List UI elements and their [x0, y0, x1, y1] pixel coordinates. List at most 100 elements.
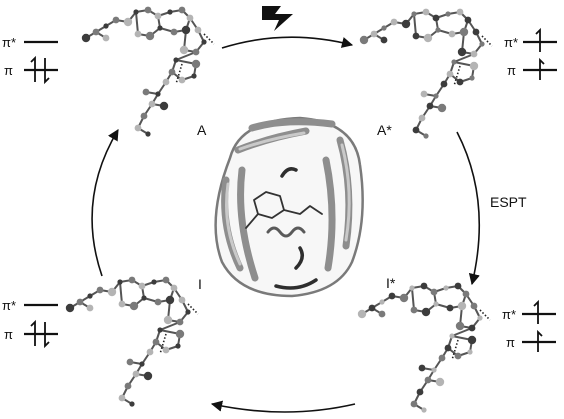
- molecule-atom: [167, 9, 173, 15]
- molecule-atom: [456, 8, 464, 16]
- state-label-i-star: I*: [386, 275, 396, 291]
- protein-loop: [274, 278, 318, 290]
- beta-strand-highlight: [225, 182, 242, 266]
- molecule-atom: [194, 26, 202, 34]
- molecule-atom: [148, 100, 156, 108]
- molecule-atom: [357, 309, 367, 319]
- molecule-atom: [451, 59, 457, 65]
- molecule-atom: [146, 348, 154, 356]
- molecule-atom: [410, 306, 418, 314]
- molecule-atom: [470, 50, 478, 58]
- chromophore-sticks: [283, 205, 323, 215]
- molecule-atom: [151, 279, 157, 285]
- chromophore-molecule-a: [81, 6, 215, 137]
- molecule-atom: [143, 371, 153, 381]
- molecule-atom: [455, 321, 465, 331]
- chromophore-molecules: [65, 6, 493, 413]
- molecule-atom: [457, 47, 467, 57]
- molecule-atom: [170, 28, 178, 36]
- molecule-atom: [438, 354, 446, 362]
- molecule-atom: [140, 112, 148, 120]
- cycle-arrows: [91, 36, 481, 413]
- molecule-atom: [163, 315, 173, 325]
- molecule-bond: [453, 53, 475, 63]
- electron-pair-icon: [30, 55, 50, 85]
- state-label-i: I: [198, 276, 202, 292]
- molecule-atom: [422, 8, 430, 16]
- molecule-atom: [462, 290, 470, 298]
- molecule-atom: [469, 61, 479, 71]
- molecule-atom: [179, 45, 189, 55]
- molecule-atom: [378, 310, 386, 318]
- molecule-atom: [381, 25, 387, 31]
- molecule-atom: [390, 18, 398, 26]
- molecule-atom: [126, 358, 134, 366]
- molecule-atom: [433, 301, 439, 307]
- protein-loop: [294, 246, 304, 270]
- molecule-atom: [368, 304, 376, 312]
- molecule-atom: [142, 88, 150, 96]
- molecule-atom: [155, 91, 161, 97]
- arrow-i-star-to-i: [210, 400, 356, 413]
- molecule-atom: [388, 292, 396, 300]
- molecule-bond: [175, 51, 197, 61]
- molecule-atom: [399, 293, 409, 303]
- orbital-label-pi-star: π*: [504, 35, 518, 50]
- orbital-label-pi: π: [4, 327, 13, 342]
- state-label-a-star: A*: [377, 122, 392, 138]
- molecule-atom: [102, 34, 110, 42]
- orbital-label-pi: π: [507, 63, 516, 78]
- hydrogen-bond: [203, 33, 215, 45]
- molecule-atom: [470, 302, 478, 310]
- orbital-label-pi-star: π*: [502, 307, 516, 322]
- molecule-atom: [159, 101, 169, 111]
- hydrogen-bond: [187, 303, 199, 315]
- molecule-atom: [432, 14, 440, 22]
- molecule-bond: [411, 287, 415, 311]
- energy-levels-i: [24, 303, 58, 349]
- molecule-atom: [191, 59, 201, 69]
- molecule-atom: [170, 284, 178, 292]
- hydrogen-bond: [481, 35, 493, 47]
- lightning-bolt-icon: [262, 6, 293, 31]
- beta-strand-highlight: [238, 131, 306, 151]
- beta-strand: [322, 156, 336, 272]
- energy-levels-a: [24, 40, 58, 85]
- molecule-atom: [435, 27, 441, 33]
- chromophore-molecule-i-star: [357, 282, 491, 413]
- molecule-atom: [423, 33, 433, 43]
- molecule-atom: [107, 287, 117, 297]
- molecule-atom: [430, 288, 438, 296]
- molecule-atom: [412, 126, 420, 134]
- molecule-atom: [479, 41, 485, 47]
- chromophore-molecule-a-star: [359, 8, 493, 139]
- molecule-atom: [112, 16, 120, 24]
- molecule-atom: [411, 11, 417, 17]
- molecule-atom: [448, 30, 456, 38]
- molecule-atom: [178, 76, 186, 84]
- molecule-atom: [173, 57, 179, 63]
- molecule-atom: [420, 90, 428, 98]
- molecule-atom: [424, 376, 432, 384]
- molecule-atom: [124, 382, 132, 390]
- molecule-bond: [135, 11, 139, 35]
- orbital-label-pi-star: π*: [2, 35, 16, 50]
- molecule-atom: [421, 307, 431, 317]
- molecule-atom: [96, 286, 104, 294]
- molecule-atom: [134, 30, 142, 38]
- molecule-atom: [437, 103, 447, 113]
- molecule-atom: [175, 329, 185, 339]
- molecule-atom: [154, 12, 162, 20]
- molecule-atom: [459, 27, 469, 37]
- espt-label: ESPT: [490, 194, 527, 210]
- molecule-atom: [379, 299, 385, 305]
- molecule-atom: [76, 298, 84, 306]
- molecule-atom: [157, 327, 163, 333]
- molecule-atom: [133, 9, 139, 15]
- molecule-atom: [435, 377, 445, 387]
- molecule-atom: [416, 388, 424, 396]
- molecule-atom: [440, 80, 448, 88]
- arrow-a-star-to-i-star: [456, 131, 481, 286]
- protein-loop: [280, 167, 298, 178]
- molecule-atom: [145, 131, 151, 137]
